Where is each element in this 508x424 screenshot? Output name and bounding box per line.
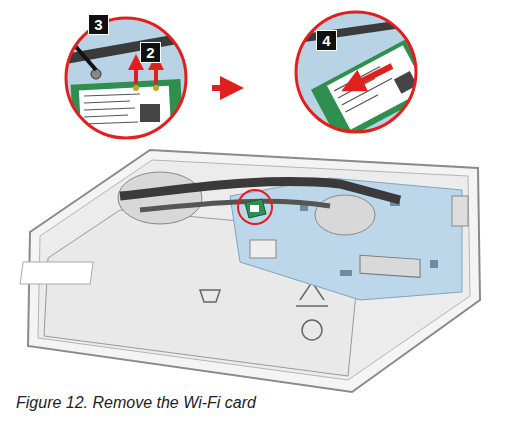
- figure-caption: Figure 12. Remove the Wi-Fi card: [16, 394, 256, 412]
- callout-number: 4: [316, 30, 337, 51]
- callout-number: 2: [140, 42, 161, 63]
- callout-number: 3: [88, 14, 109, 35]
